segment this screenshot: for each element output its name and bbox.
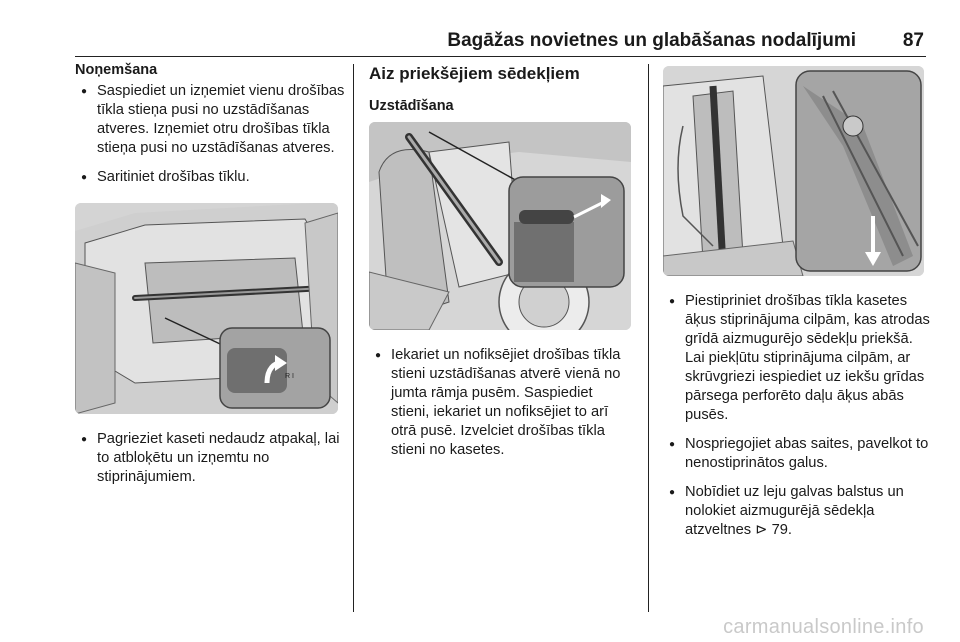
section-title-removal: Noņemšana [75, 62, 158, 78]
list-item: Iekariet un nofiksējiet drošības tīkla s… [369, 346, 631, 460]
roof-mount-inset [508, 176, 625, 288]
figure-net-installation [369, 122, 631, 330]
floor-hooks-illustration [663, 66, 924, 276]
subheading-installation: Uzstādīšana [369, 98, 454, 114]
list-item: Saritiniet drošības tīklu. [75, 168, 345, 187]
page-header: Bagāžas novietnes un glabāšanas nodalīju… [75, 0, 926, 57]
section-heading-behind-front-seats: Aiz priekšējiem sēdekļiem [369, 64, 580, 83]
figure-floor-hooks [663, 66, 924, 276]
middle-column: Aiz priekšējiem sēdekļiem Uzstādīšana [369, 64, 639, 114]
middle-column-text: Iekariet un nofiksējiet drošības tīkla s… [369, 346, 631, 470]
left-column-lower: Pagrieziet kaseti nedaudz atpakaļ, lai t… [75, 430, 345, 497]
cassette-inset: R I [219, 327, 331, 409]
cassette-label: R I [285, 373, 294, 380]
cargo-cassette-illustration: R I [75, 203, 338, 414]
list-item: Nospriegojiet abas saites, pavelkot to n… [663, 435, 931, 473]
list-item: Piestipriniet drošības tīkla kasetes āķu… [663, 292, 931, 425]
net-installation-illustration [369, 122, 631, 330]
page-number: 87 [902, 30, 924, 51]
column-divider-2 [648, 64, 649, 612]
column-divider-1 [353, 64, 354, 612]
list-item: Nobīdiet uz leju galvas balstus un nolok… [663, 483, 931, 540]
page-title: Bagāžas novietnes un glabāšanas nodalīju… [447, 30, 856, 51]
hook-inset [795, 70, 922, 272]
watermark: carmanualsonline.info [723, 616, 924, 638]
list-item: Saspiediet un izņemiet vienu drošības tī… [75, 82, 345, 158]
right-column-text: Piestipriniet drošības tīkla kasetes āķu… [663, 292, 931, 550]
list-item: Pagrieziet kaseti nedaudz atpakaļ, lai t… [75, 430, 345, 487]
left-column: Noņemšana Saspiediet un izņemiet vienu d… [75, 62, 345, 197]
figure-cargo-cassette: R I [75, 203, 338, 414]
